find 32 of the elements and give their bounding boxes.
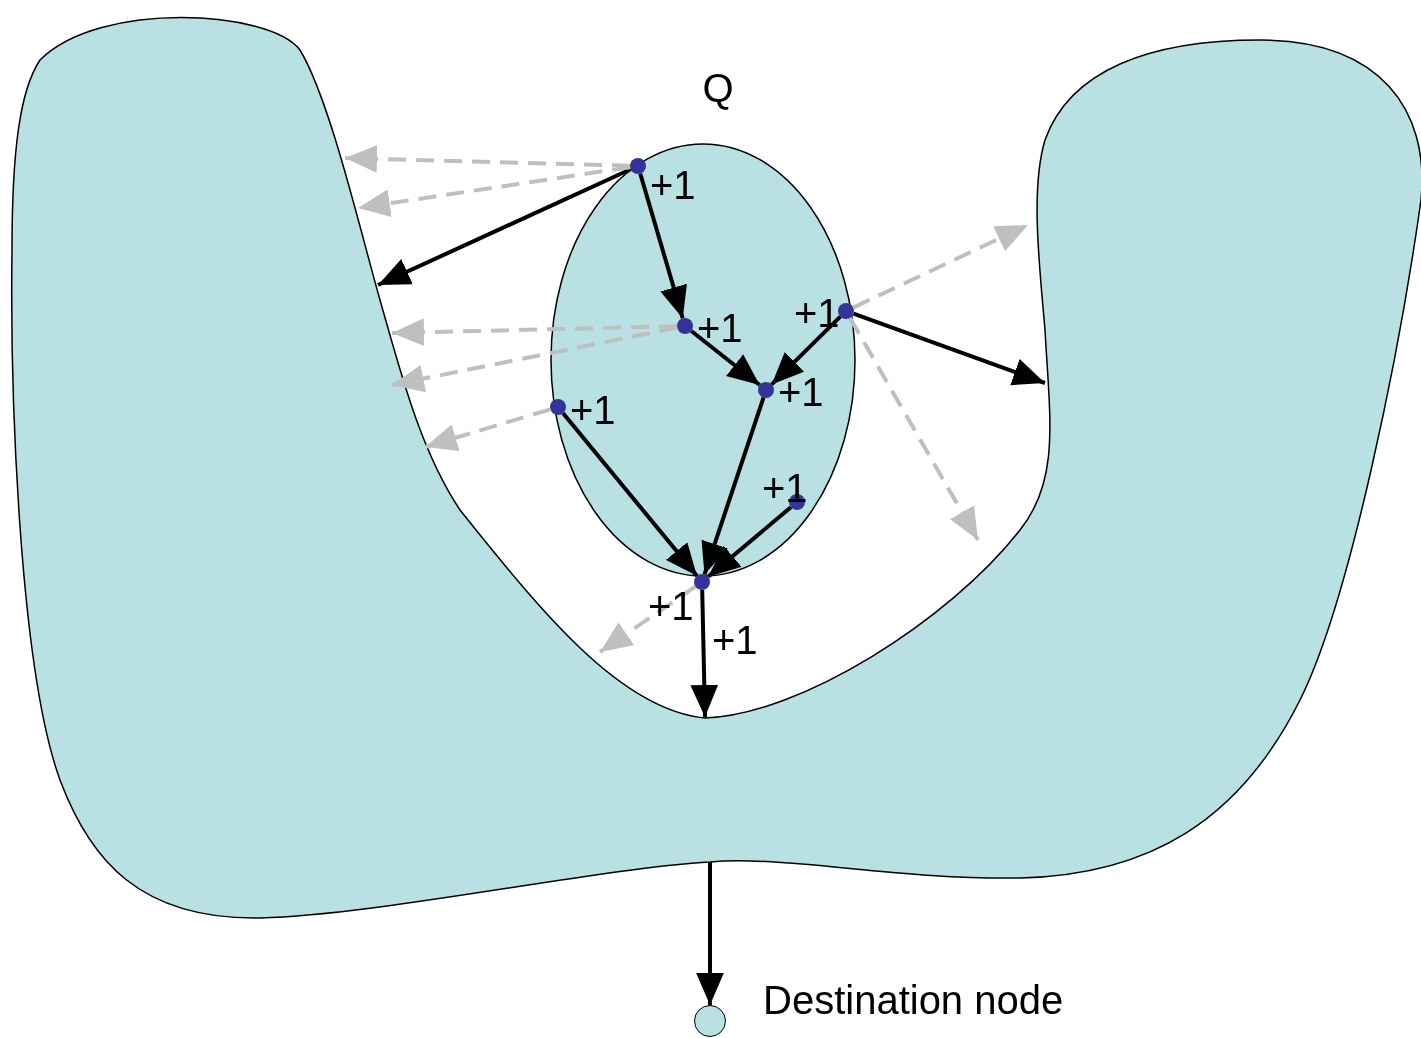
count-label: +1: [570, 390, 616, 430]
node-dot: [630, 158, 646, 174]
arrow: [706, 505, 793, 579]
dashed-arrow: [391, 325, 678, 393]
arrow: [852, 311, 1046, 386]
count-label: +1: [712, 620, 758, 660]
arrow: [690, 589, 719, 718]
dashed-arrow: [424, 407, 551, 452]
dashed-arrow: [848, 316, 980, 541]
dashed-arrow: [344, 145, 631, 173]
count-label: +1: [648, 586, 694, 626]
region-label: Q: [702, 68, 734, 108]
dashed-arrow: [852, 223, 1029, 310]
arrow: [696, 862, 724, 1005]
arrow: [701, 396, 766, 576]
count-label: +1: [697, 308, 743, 348]
dashed-arrow: [391, 318, 678, 347]
arrow: [690, 329, 761, 387]
count-label: +1: [762, 468, 808, 508]
node-dot: [550, 399, 566, 415]
destination-node-circle: [694, 1005, 726, 1037]
dashed-arrow: [357, 165, 631, 217]
node-dot: [694, 574, 710, 590]
count-label: +1: [794, 293, 840, 333]
count-label: +1: [778, 372, 824, 412]
arrow: [377, 167, 632, 287]
count-label: +1: [650, 165, 696, 205]
dashed-arrow: [598, 584, 697, 654]
node-caption: Destination node: [763, 980, 1064, 1020]
arrow: [561, 411, 699, 578]
arrow: [770, 315, 842, 386]
arrow: [638, 173, 687, 319]
